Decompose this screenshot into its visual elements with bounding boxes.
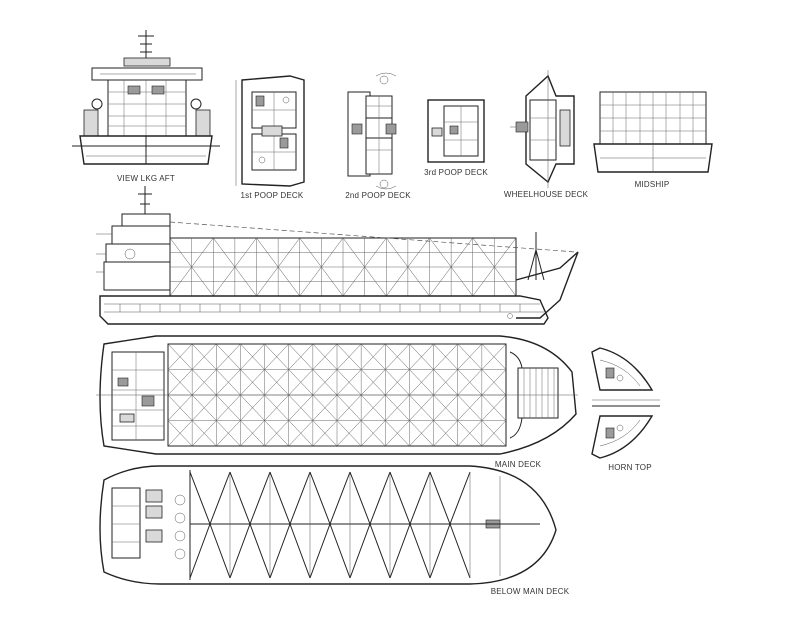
poop-deck-1-label: 1st POOP DECK: [241, 191, 304, 200]
main-deck-plan-drawing: MAIN DECK: [96, 335, 578, 469]
view-lkg-aft-label: VIEW LKG AFT: [117, 174, 175, 183]
poop-deck-2-label: 2nd POOP DECK: [345, 191, 411, 200]
profile-elevation-drawing: [96, 186, 579, 325]
main-deck-label: MAIN DECK: [495, 460, 542, 469]
wheelhouse-deck-label: WHEELHOUSE DECK: [504, 190, 589, 199]
horn-top-drawing: HORN TOP: [591, 347, 660, 472]
midship-drawing: MIDSHIP: [593, 91, 713, 189]
poop-deck-3-drawing: 3rd POOP DECK: [424, 99, 488, 177]
poop-deck-2-drawing: 2nd POOP DECK: [345, 72, 411, 200]
horn-top-label: HORN TOP: [608, 463, 652, 472]
poop-deck-1-drawing: 1st POOP DECK: [235, 75, 305, 200]
wheelhouse-deck-drawing: WHEELHOUSE DECK: [504, 70, 589, 199]
poop-deck-3-label: 3rd POOP DECK: [424, 168, 488, 177]
below-main-deck-label: BELOW MAIN DECK: [491, 587, 570, 596]
below-main-deck-drawing: BELOW MAIN DECK: [99, 465, 570, 596]
midship-label: MIDSHIP: [635, 180, 670, 189]
view-lkg-aft-drawing: VIEW LKG AFT: [72, 30, 220, 183]
